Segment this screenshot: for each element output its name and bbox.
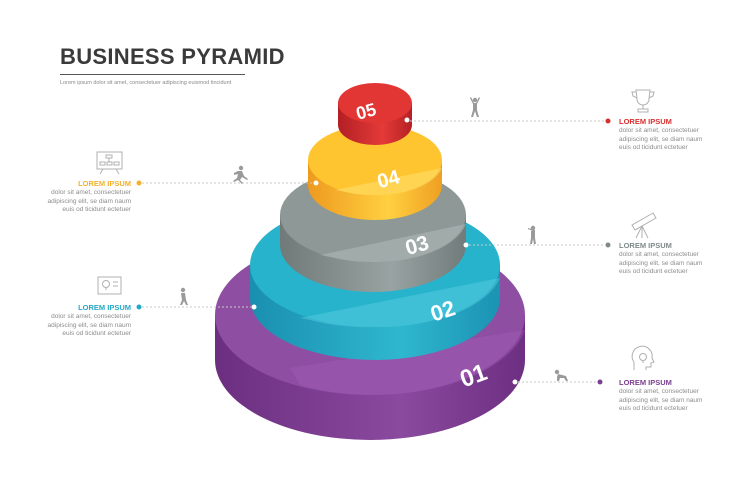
connector-04 [136, 180, 319, 186]
level-04-description: dolor sit amet, consectetuer adipiscing … [47, 189, 131, 213]
level-03-label: LOREM IPSUM [619, 241, 672, 250]
pointing-person-icon [528, 225, 536, 244]
trophy-icon [631, 89, 655, 113]
level-05-label: LOREM IPSUM [619, 117, 672, 126]
level-01-label: LOREM IPSUM [619, 378, 672, 387]
title-underline [60, 74, 245, 75]
org-chart-board-icon [96, 151, 123, 175]
level-01-description: dolor sit amet, consectetuer adipiscing … [619, 388, 703, 412]
pyramid-level-04: 04 [308, 125, 442, 220]
connector-05 [404, 117, 611, 124]
running-person-icon [233, 165, 248, 184]
connector-03 [463, 242, 611, 248]
connector-02 [136, 304, 257, 310]
page-subtitle: Lorem ipsum dolor sit amet, consectetuer… [60, 80, 232, 86]
level-02-description: dolor sit amet, consectetuer adipiscing … [47, 313, 131, 337]
page-title: BUSINESS PYRAMID [60, 44, 285, 69]
level-02-label: LOREM IPSUM [78, 303, 131, 312]
walking-person-icon [180, 287, 188, 305]
pyramid-level-05: 05 [338, 83, 412, 145]
celebrating-person-icon [470, 97, 480, 117]
telescope-icon [631, 212, 657, 239]
level-04-label: LOREM IPSUM [78, 179, 131, 188]
level-05-description: dolor sit amet, consectetuer adipiscing … [619, 127, 703, 151]
connector-01 [512, 379, 603, 385]
level-03-description: dolor sit amet, consectetuer adipiscing … [619, 251, 703, 275]
lightbulb-head-icon [631, 345, 655, 370]
idea-board-icon [97, 276, 122, 295]
crawling-person-icon [554, 369, 568, 381]
